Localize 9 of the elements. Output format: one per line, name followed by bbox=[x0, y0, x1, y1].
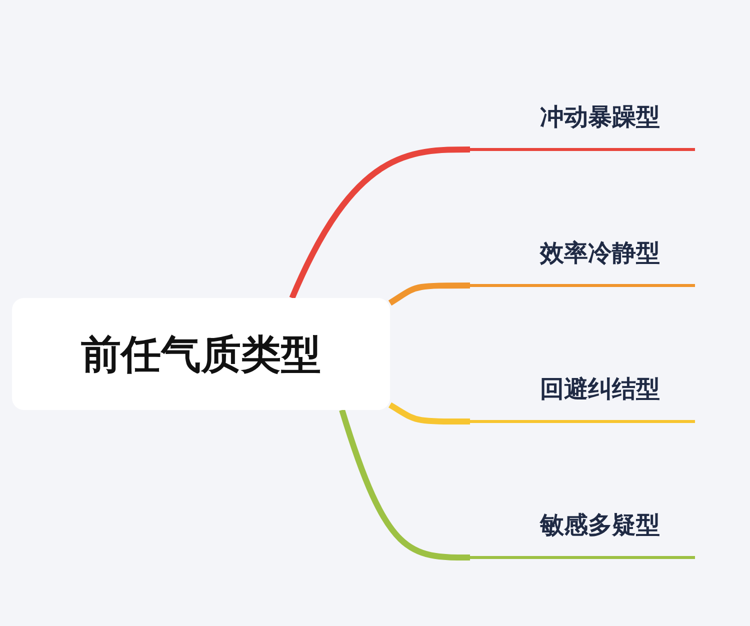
branch-label: 效率冷静型 bbox=[470, 231, 695, 287]
branch-label: 冲动暴躁型 bbox=[470, 95, 695, 151]
branch-curve bbox=[388, 402, 470, 424]
branch-curve bbox=[289, 146, 470, 300]
branch-curve bbox=[339, 409, 470, 560]
topic-box: 前任气质类型 bbox=[12, 298, 390, 410]
branch-curve bbox=[388, 282, 470, 306]
branch-label: 回避纠结型 bbox=[470, 367, 695, 423]
branch-label: 敏感多疑型 bbox=[470, 503, 695, 559]
